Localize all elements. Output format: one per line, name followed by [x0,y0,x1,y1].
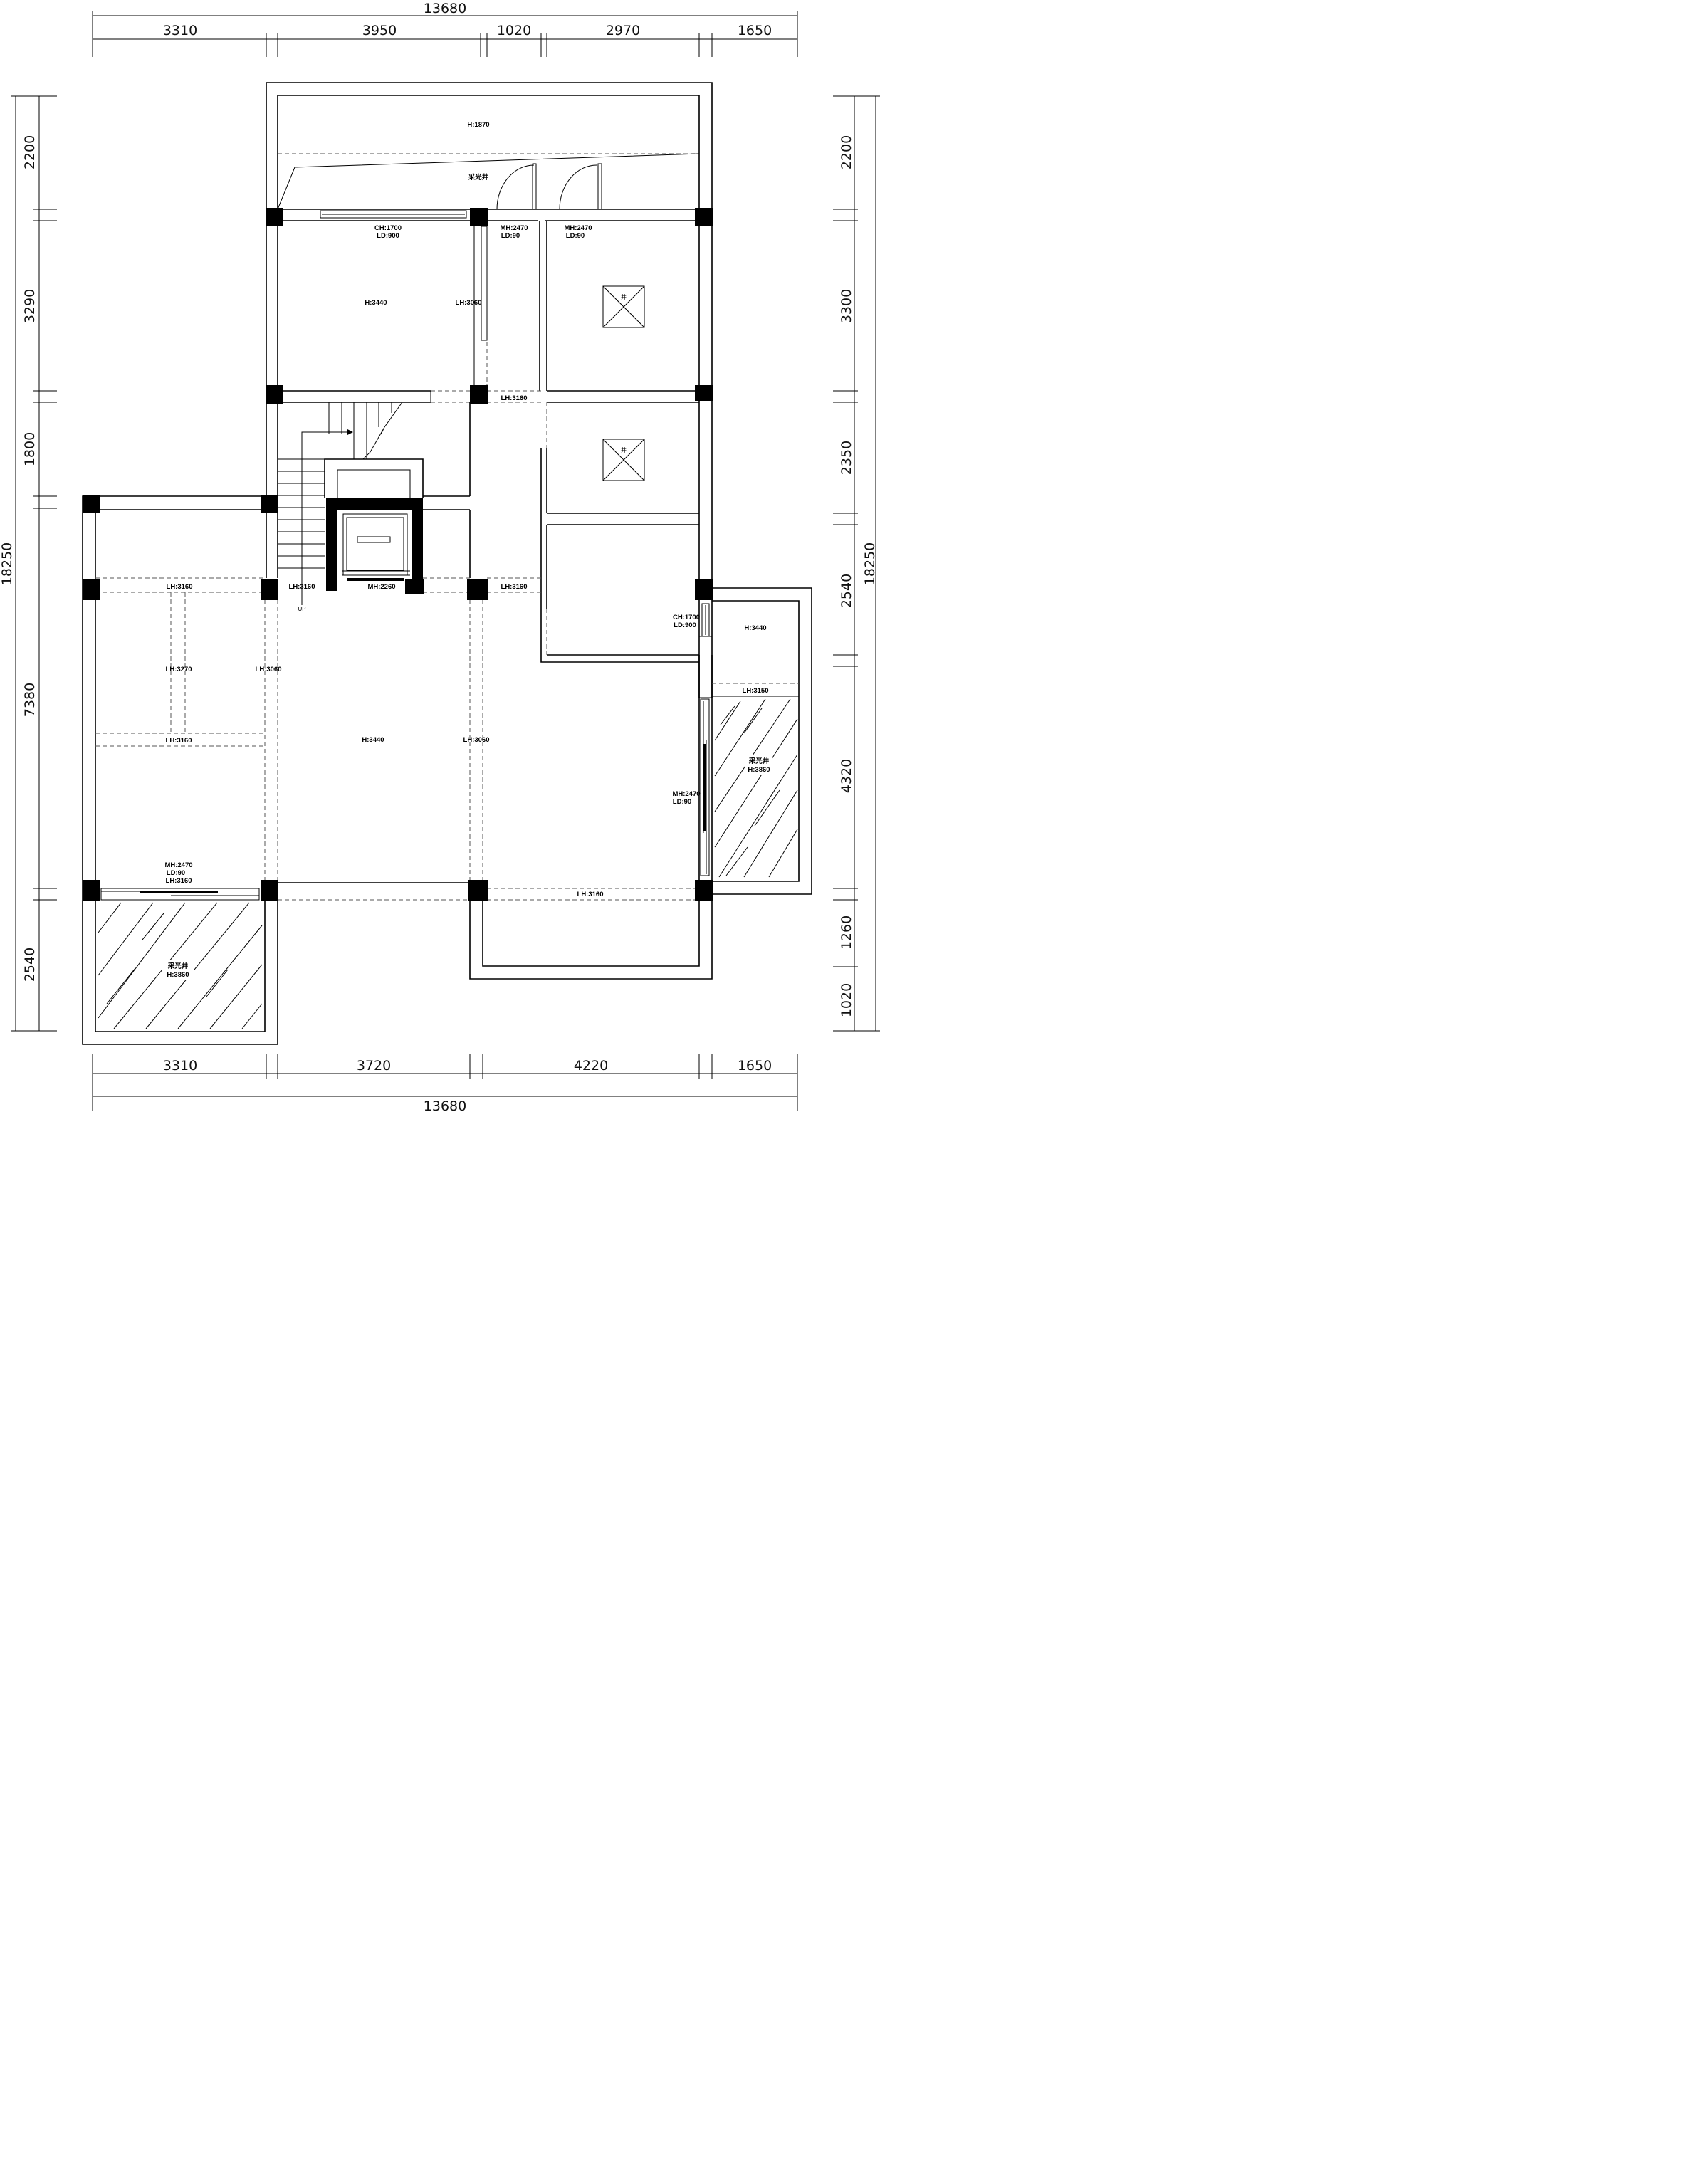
right-dimension-chain: 2200 3300 2350 2540 4320 1260 1020 18250 [833,95,880,1032]
left-dimension-chain: 2200 3290 1800 7380 2540 18250 [0,95,57,1032]
column [266,385,283,404]
top-dim-3: 1020 [497,23,531,38]
label-lh3060-a: LH:3060 [456,299,482,307]
column [470,385,488,404]
shaft-label-2: 井 [621,446,627,453]
column [467,579,488,600]
light-well-label-bottom: 采光井 [167,962,189,970]
label-ld90-b: LD:90 [566,232,585,240]
middle-right-rooms: 井 CH:1700 LD:900 H:3440 [540,402,767,698]
label-lh3160-c: LH:3160 [289,583,315,591]
column [261,579,278,600]
column [470,208,488,226]
top-light-well: H:1870 采光井 [277,121,700,221]
label-lh3270: LH:3270 [166,666,192,673]
left-total-dim: 18250 [0,542,15,585]
label-lh3160-a: LH:3160 [501,394,528,402]
column [83,880,100,901]
column [83,579,100,600]
right-total-dim: 18250 [862,542,878,585]
label-h3860-a: H:3860 [748,766,770,774]
label-lh3060-b: LH:3060 [256,666,282,673]
shaft-box-1: 井 [602,285,645,328]
top-dim-2: 3950 [362,23,397,38]
column [83,495,100,513]
label-mh2470-a: MH:2470 [500,224,528,232]
stair-treads-lower [278,458,325,569]
bottom-dim-1: 3310 [163,1058,197,1074]
label-lh3160-e: LH:3160 [166,737,192,745]
top-total-dim: 13680 [424,1,466,16]
right-dim-5: 4320 [839,759,854,793]
right-dim-1: 2200 [839,135,854,169]
column [261,880,278,901]
bottom-dim-2: 3720 [357,1058,391,1074]
bottom-dim-3: 4220 [574,1058,608,1074]
label-lh3150: LH:3150 [743,687,769,695]
light-well-label-top: 采光井 [468,173,489,182]
label-ld90-a: LD:90 [501,232,520,240]
main-hall: LH:3160 H:3440 LH:3060 LH:3160 MH:2470 L… [278,577,710,901]
label-h3440-c: H:3440 [362,736,384,744]
label-ld900-a: LD:900 [377,232,399,240]
left-dim-5: 2540 [22,948,38,982]
label-lh3160-d: LH:3160 [501,583,528,591]
label-lh3060-c: LH:3060 [463,736,490,744]
label-mh2260: MH:2260 [367,583,395,591]
floor-plan: 13680 3310 3950 1020 2970 1650 3310 3720… [0,1,880,1114]
bottom-dimension-chain: 3310 3720 4220 1650 13680 [92,1054,798,1114]
label-lh3160-b: LH:3160 [167,583,193,591]
right-dim-3: 2350 [839,441,854,475]
left-dim-1: 2200 [22,135,38,169]
label-ld90-d: LD:90 [167,869,185,877]
shaft-label-1: 井 [621,293,627,300]
right-dim-7: 1020 [839,983,854,1017]
label-ld90-c: LD:90 [673,798,691,806]
label-mh2470-d: MH:2470 [164,861,192,869]
bottom-light-well: 采光井 H:3860 [98,902,263,1029]
column [266,208,283,226]
height-label-h1870: H:1870 [467,121,489,129]
label-h3860-b: H:3860 [167,971,189,979]
label-mh2470-b: MH:2470 [564,224,592,232]
label-h3440-b: H:3440 [744,624,766,632]
column [405,579,424,594]
column [695,208,713,226]
label-ch1700-a: CH:1700 [374,224,402,232]
label-lh3160-f: LH:3160 [166,877,192,885]
upper-rooms: CH:1700 LD:900 MH:2470 LD:90 MH:2470 LD:… [278,221,699,403]
top-dimension-chain: 13680 3310 3950 1020 2970 1650 [92,1,798,57]
bottom-dim-4: 1650 [738,1058,772,1074]
column [695,385,713,401]
left-dim-4: 7380 [22,683,38,717]
stair-and-elevator: UP LH:3160 MH:2260 [278,402,471,612]
top-dim-4: 2970 [606,23,640,38]
top-dim-5: 1650 [738,23,772,38]
column [695,880,713,901]
left-dim-2: 3290 [22,289,38,323]
right-dim-4: 2540 [839,574,854,608]
label-mh2470-c: MH:2470 [672,790,700,798]
structural-columns [83,208,713,901]
bottom-total-dim: 13680 [424,1098,466,1114]
stair-treads-upper [328,402,403,460]
column [695,579,713,600]
label-ch1700-b: CH:1700 [673,614,700,621]
label-lh3160-g: LH:3160 [577,891,604,898]
left-dim-3: 1800 [22,432,38,466]
shaft-box-2: 井 [602,439,645,481]
left-wing: LH:3160 LH:3270 LH:3060 LH:3160 MH:2470 … [95,577,282,901]
hatch-pattern-right [714,698,798,878]
label-ld900-b: LD:900 [674,621,696,629]
column [468,880,488,901]
stair-up-label: UP [298,606,305,612]
column [261,495,278,513]
right-light-well: LH:3150 采光井 H:3860 [711,683,800,882]
top-dim-1: 3310 [163,23,197,38]
label-h3440-a: H:3440 [365,299,387,307]
right-dim-6: 1260 [839,915,854,950]
light-well-label-right: 采光井 [748,757,770,765]
right-dim-2: 3300 [839,289,854,323]
